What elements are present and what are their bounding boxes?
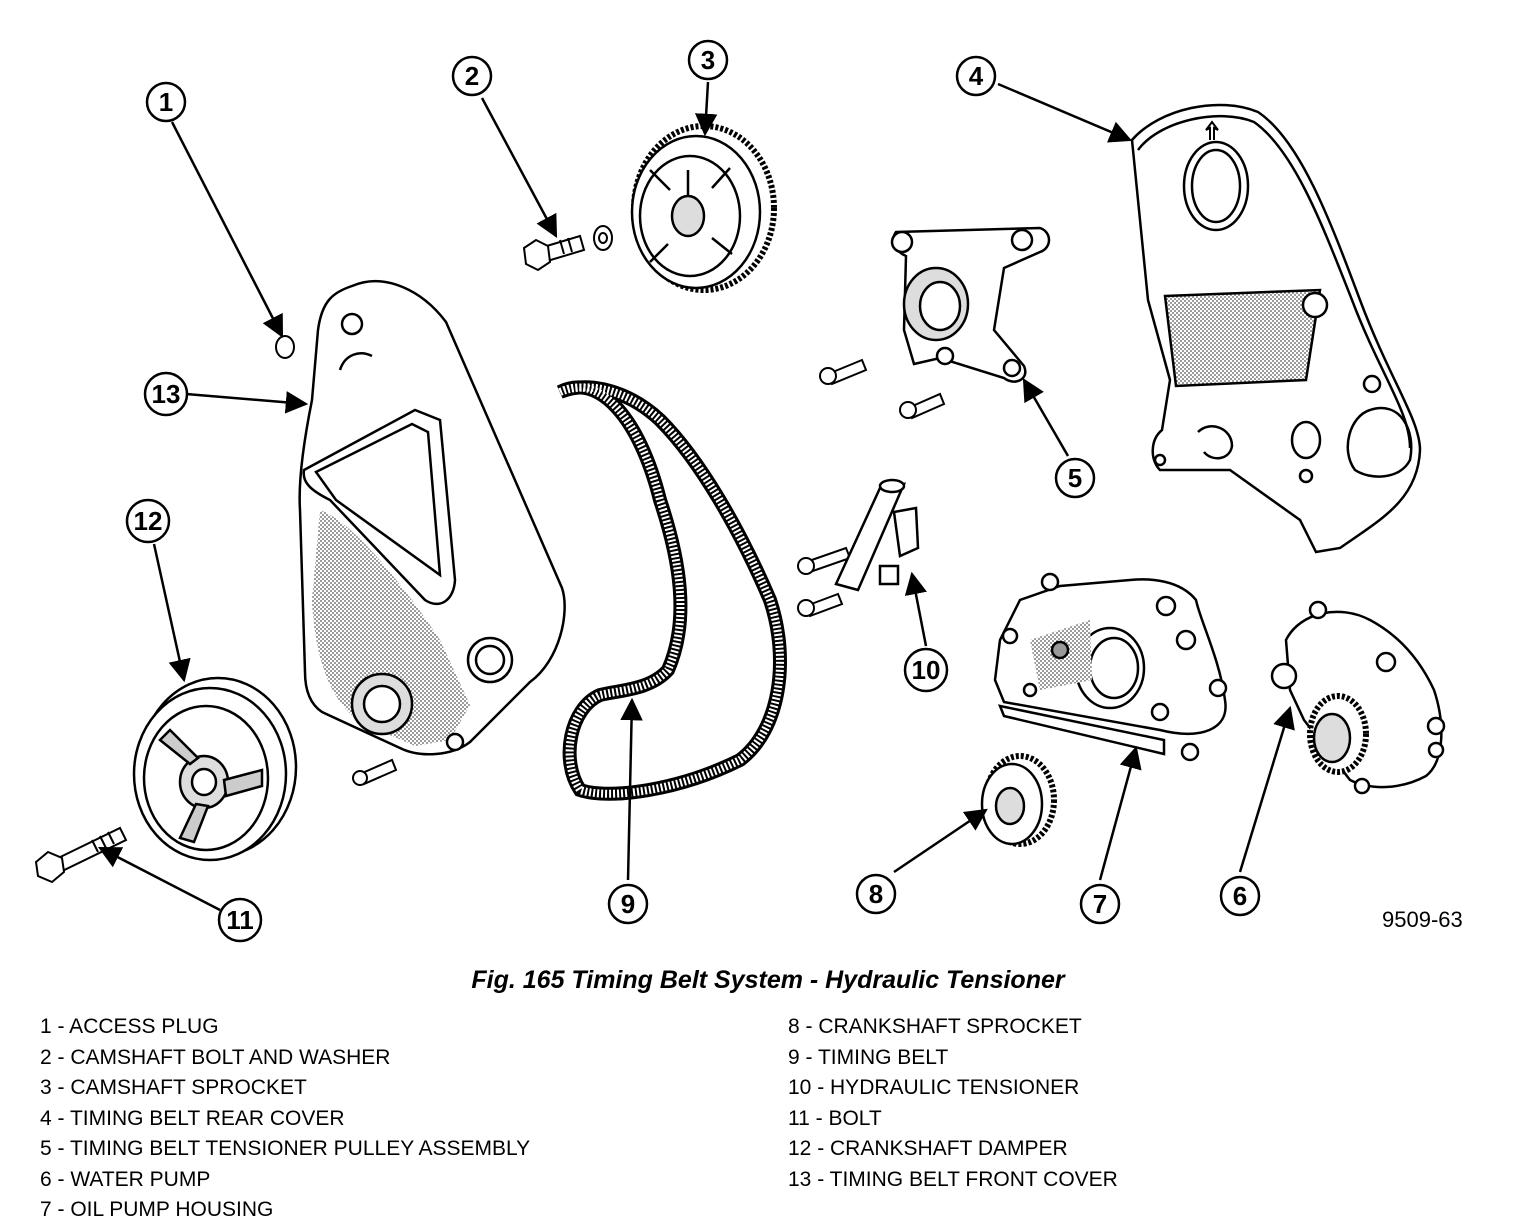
front-cover-part (298, 280, 566, 756)
callout-13: 13 (143, 371, 189, 417)
bolt-part (34, 826, 128, 884)
svg-text:13: 13 (152, 379, 181, 409)
svg-text:7: 7 (1093, 889, 1107, 919)
legend-right: 8 - CRANKSHAFT SPROCKET 9 - TIMING BELT … (788, 1012, 1118, 1195)
svg-text:6: 6 (1233, 881, 1247, 911)
legend-item: 11 - BOLT (788, 1106, 882, 1130)
svg-text:2: 2 (465, 61, 479, 91)
small-bolts (352, 358, 946, 786)
tensioner-pulley-part (890, 226, 1051, 383)
legend-item: 5 - TIMING BELT TENSIONER PULLEY ASSEMBL… (40, 1137, 531, 1160)
callout-5: 5 (1054, 457, 1096, 499)
crankshaft-sprocket-part (980, 753, 1057, 847)
water-pump-part (1270, 600, 1446, 795)
oil-pump-housing-part (993, 572, 1228, 762)
callout-1: 1 (145, 81, 187, 123)
rear-cover-part (1130, 103, 1422, 554)
legend-item: 10 - HYDRAULIC TENSIONER (788, 1076, 1080, 1099)
hydraulic-tensioner-part (834, 478, 920, 592)
legend-item: 7 - OIL PUMP HOUSING (40, 1198, 274, 1221)
svg-text:4: 4 (969, 61, 984, 91)
timing-belt-part (556, 380, 787, 801)
camshaft-bolt-part (522, 225, 613, 272)
callout-3: 3 (687, 39, 729, 81)
callout-9: 9 (607, 883, 649, 925)
legend-item: 13 - TIMING BELT FRONT COVER (788, 1167, 1118, 1191)
legend-item: 6 - WATER PUMP (40, 1167, 211, 1191)
legend-item: 3 - CAMSHAFT SPROCKET (40, 1076, 307, 1099)
callout-4: 4 (955, 55, 997, 97)
svg-text:9: 9 (621, 889, 635, 919)
leader-lines (98, 81, 1295, 912)
camshaft-sprocket-part (630, 123, 777, 293)
svg-text:1: 1 (159, 87, 173, 117)
legend-item: 12 - CRANKSHAFT DAMPER (788, 1137, 1068, 1160)
callout-6: 6 (1219, 875, 1261, 917)
svg-text:12: 12 (134, 506, 163, 536)
svg-text:10: 10 (912, 655, 941, 685)
svg-text:3: 3 (701, 45, 715, 75)
callout-8: 8 (855, 873, 897, 915)
callout-11: 11 (217, 897, 263, 943)
timing-belt-diagram: 1 2 3 4 5 6 7 8 9 10 11 12 (34, 39, 1463, 943)
callout-10: 10 (903, 647, 949, 693)
svg-text:5: 5 (1068, 463, 1082, 493)
callout-7: 7 (1079, 883, 1121, 925)
svg-text:11: 11 (226, 905, 254, 935)
legend-item: 9 - TIMING BELT (788, 1045, 949, 1069)
legend-left: 1 - ACCESS PLUG 2 - CAMSHAFT BOLT AND WA… (40, 1012, 530, 1226)
legend-item: 1 - ACCESS PLUG (40, 1015, 219, 1038)
crankshaft-damper-part (132, 676, 298, 862)
figure-code: 9509-63 (1382, 907, 1463, 932)
legend-item: 8 - CRANKSHAFT SPROCKET (788, 1015, 1082, 1038)
svg-text:8: 8 (869, 879, 883, 909)
callout-2: 2 (451, 55, 493, 97)
legend-item: 2 - CAMSHAFT BOLT AND WASHER (40, 1045, 391, 1069)
access-plug-part (275, 335, 295, 359)
legend-item: 4 - TIMING BELT REAR COVER (40, 1106, 345, 1130)
figure-caption: Fig. 165 Timing Belt System - Hydraulic … (471, 966, 1065, 994)
callout-12: 12 (125, 498, 171, 544)
